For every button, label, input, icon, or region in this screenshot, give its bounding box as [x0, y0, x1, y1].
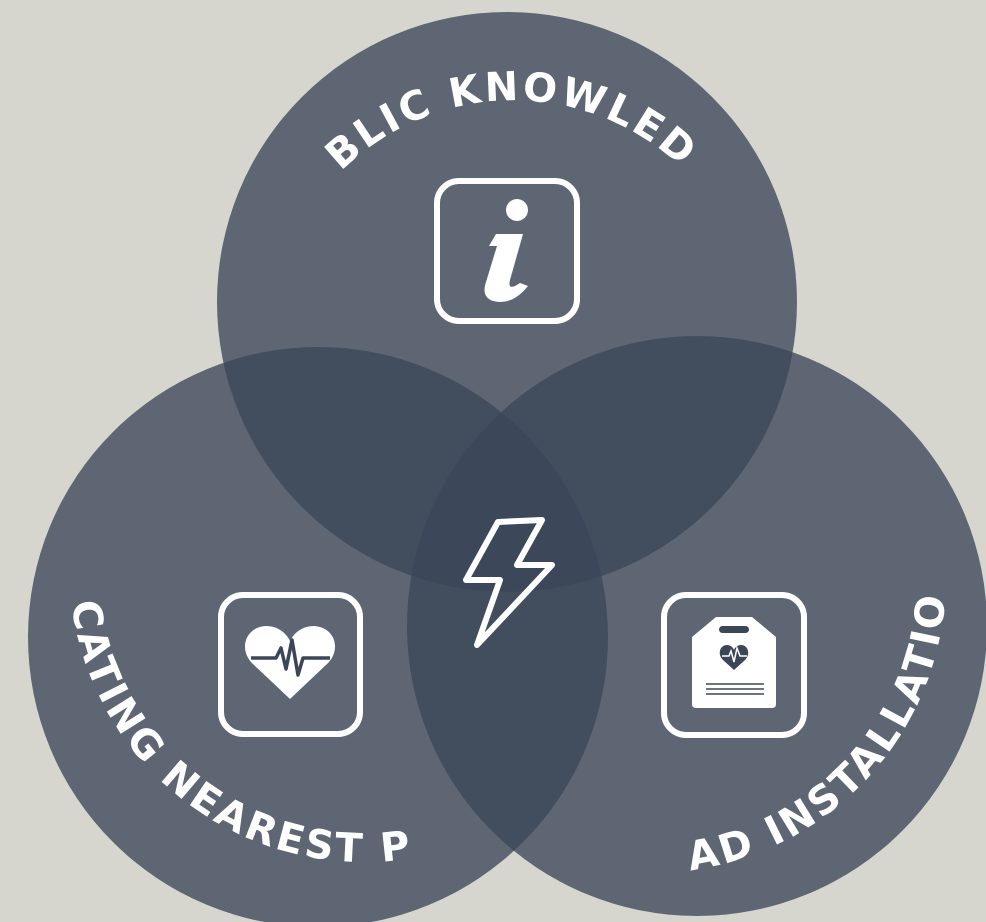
info-icon	[434, 178, 580, 324]
circle-pad-installation	[407, 336, 986, 916]
circles-group	[28, 12, 986, 922]
defibrillator-icon	[661, 592, 807, 738]
lightning-bolt-icon	[463, 517, 555, 648]
heart-pulse-icon	[218, 592, 363, 737]
